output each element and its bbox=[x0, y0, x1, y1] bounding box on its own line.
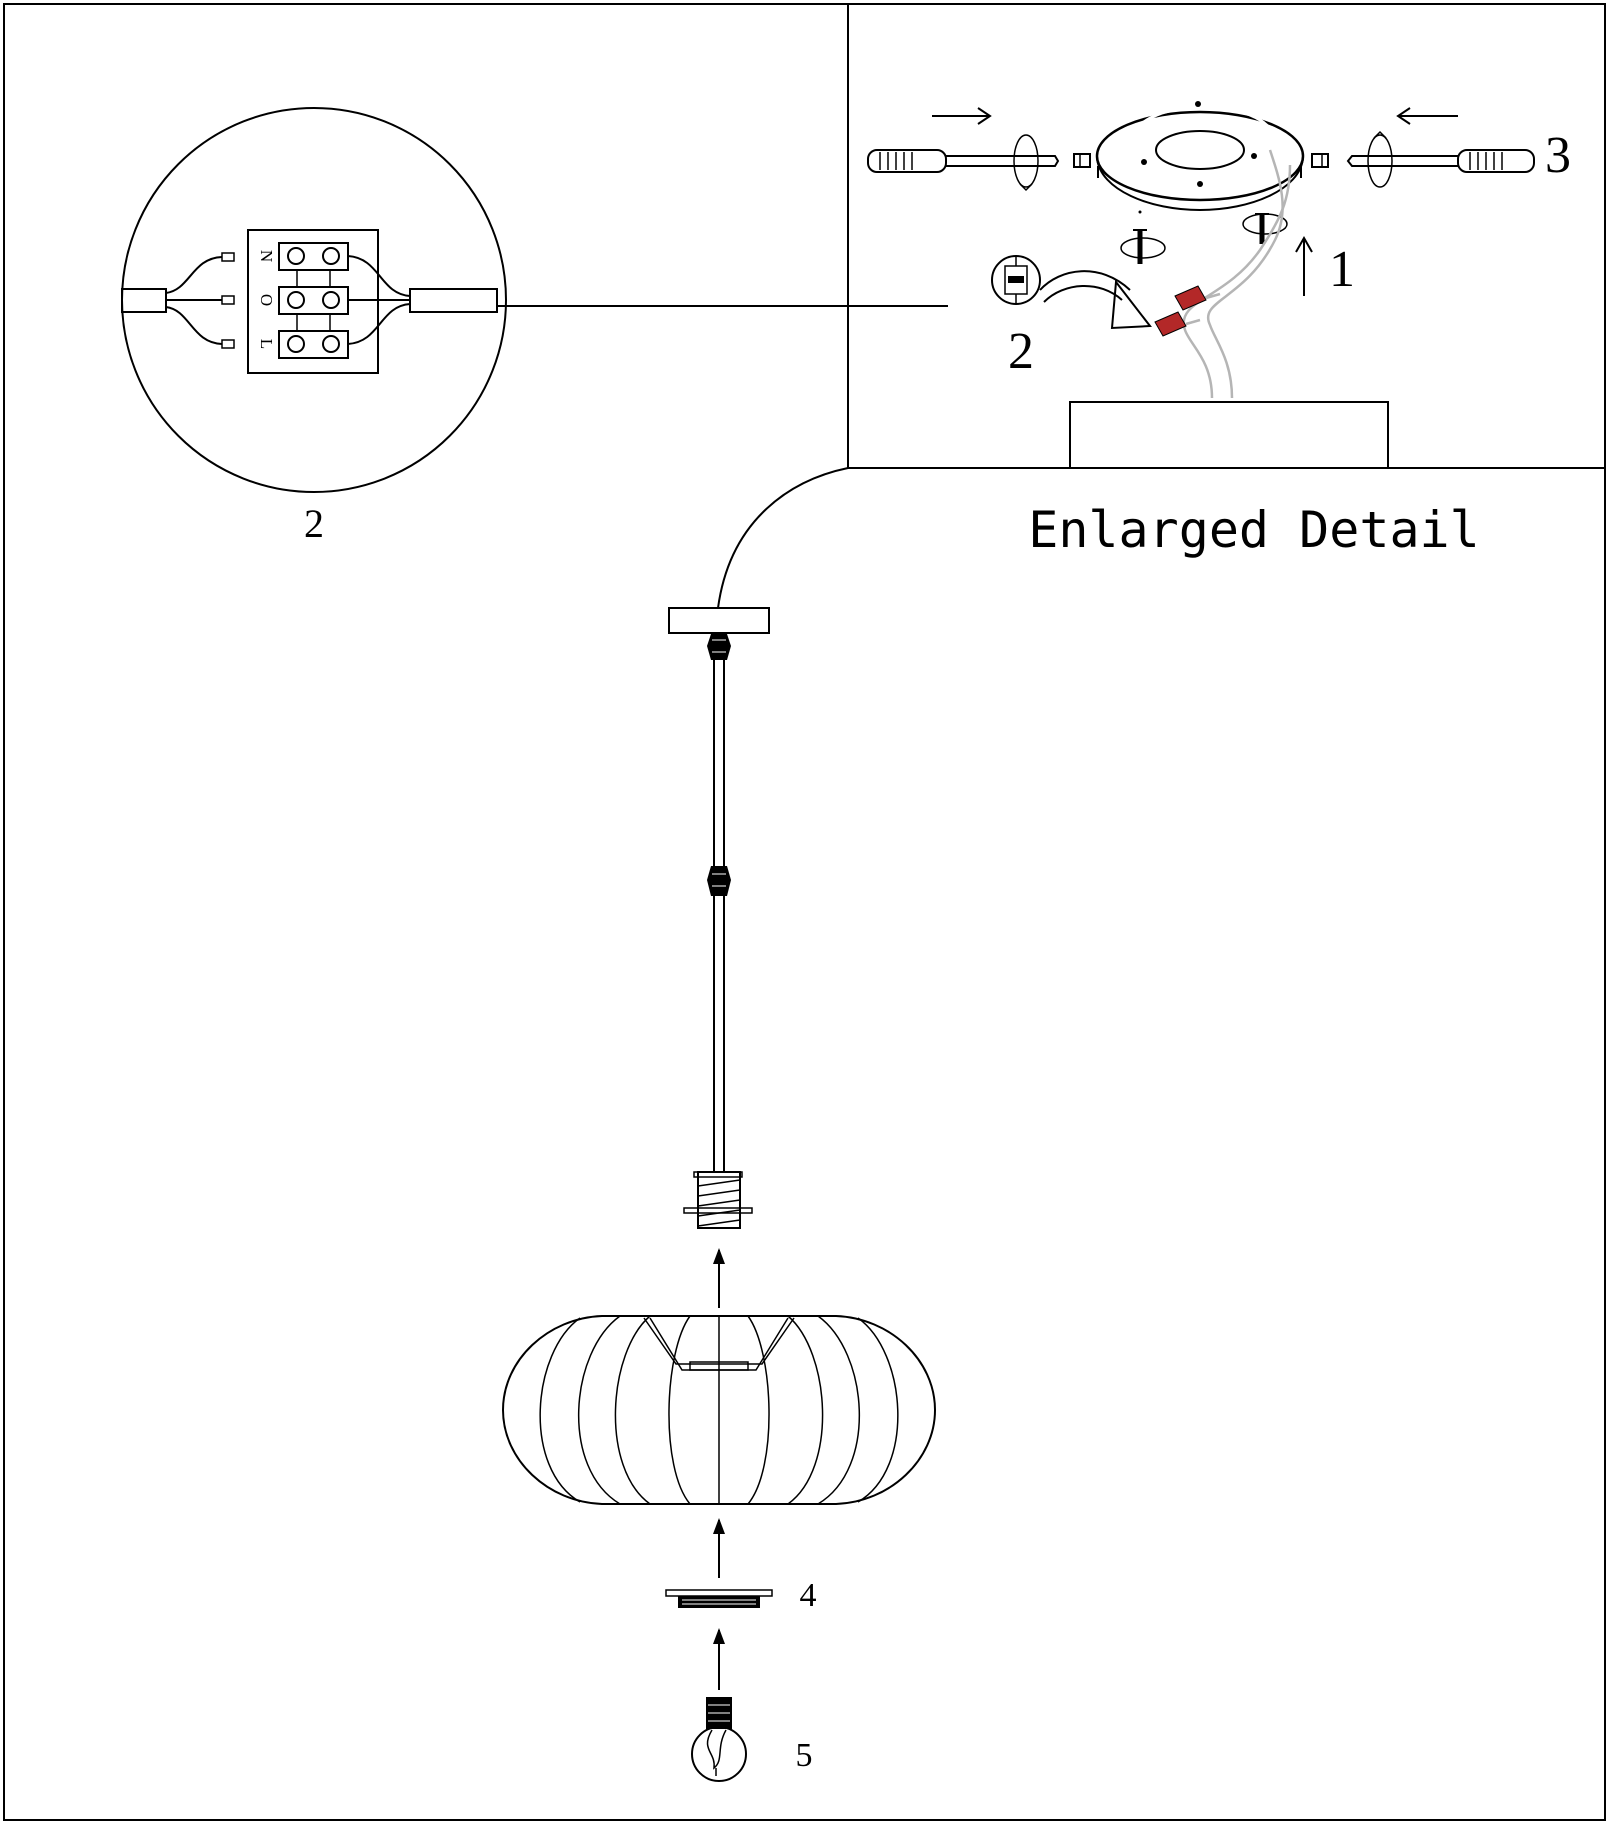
arrow-up-icon bbox=[1295, 235, 1313, 296]
suspension-cable bbox=[713, 660, 725, 866]
ceiling-junction-box bbox=[1069, 401, 1389, 469]
callout-step-3: 3 bbox=[1545, 127, 1571, 184]
arrow-up-icon bbox=[713, 1248, 725, 1308]
callout-step-2-detail: 2 bbox=[1008, 323, 1034, 380]
arrow-up-icon bbox=[713, 1518, 725, 1578]
right-screwdriver bbox=[1311, 130, 1535, 188]
lamp-socket bbox=[683, 1171, 753, 1229]
curved-arrow-icon bbox=[1039, 270, 1152, 330]
enlarged-detail-panel bbox=[847, 4, 1605, 469]
cable-grip-middle bbox=[707, 866, 731, 896]
outer-frame bbox=[3, 3, 1606, 1821]
terminal-block-icon bbox=[991, 255, 1041, 305]
terminal-block bbox=[247, 229, 379, 374]
arrow-right-icon bbox=[932, 107, 992, 125]
ceiling-screw-right bbox=[1242, 213, 1288, 244]
lamp-cable-sheath bbox=[409, 288, 498, 313]
arrow-up-icon bbox=[713, 1628, 725, 1690]
ceiling-screw-left bbox=[1120, 210, 1166, 264]
terminal-letter-n: N bbox=[257, 250, 276, 262]
callout-step-4: 4 bbox=[800, 1577, 817, 1614]
callout-step-2-circle: 2 bbox=[304, 501, 324, 546]
rotate-arrow-icon bbox=[1013, 134, 1039, 188]
callout-step-5: 5 bbox=[796, 1737, 813, 1774]
enlarged-detail-title: Enlarged Detail bbox=[1028, 501, 1480, 559]
ceiling-mounting-plate bbox=[1095, 101, 1305, 212]
input-cable-sheath bbox=[121, 288, 167, 313]
power-cord bbox=[713, 896, 725, 1172]
pumpkin-lamp-shade bbox=[501, 1315, 937, 1505]
shade-locking-ring bbox=[665, 1589, 773, 1608]
terminal-letter-l: L bbox=[257, 339, 276, 349]
terminal-letter-o: O bbox=[257, 294, 276, 306]
light-bulb-icon bbox=[691, 1697, 747, 1782]
supply-wires bbox=[1182, 149, 1292, 399]
rotate-arrow-icon bbox=[1367, 134, 1393, 188]
detail-arc-leader bbox=[717, 467, 849, 609]
callout-step-1: 1 bbox=[1329, 241, 1355, 298]
terminal-block-detail: N O L bbox=[121, 107, 948, 493]
wire-connectors bbox=[1154, 285, 1221, 337]
left-screwdriver bbox=[867, 134, 1091, 192]
arrow-left-icon bbox=[1396, 107, 1458, 125]
cable-grip-top bbox=[707, 634, 731, 660]
canopy bbox=[668, 607, 770, 634]
